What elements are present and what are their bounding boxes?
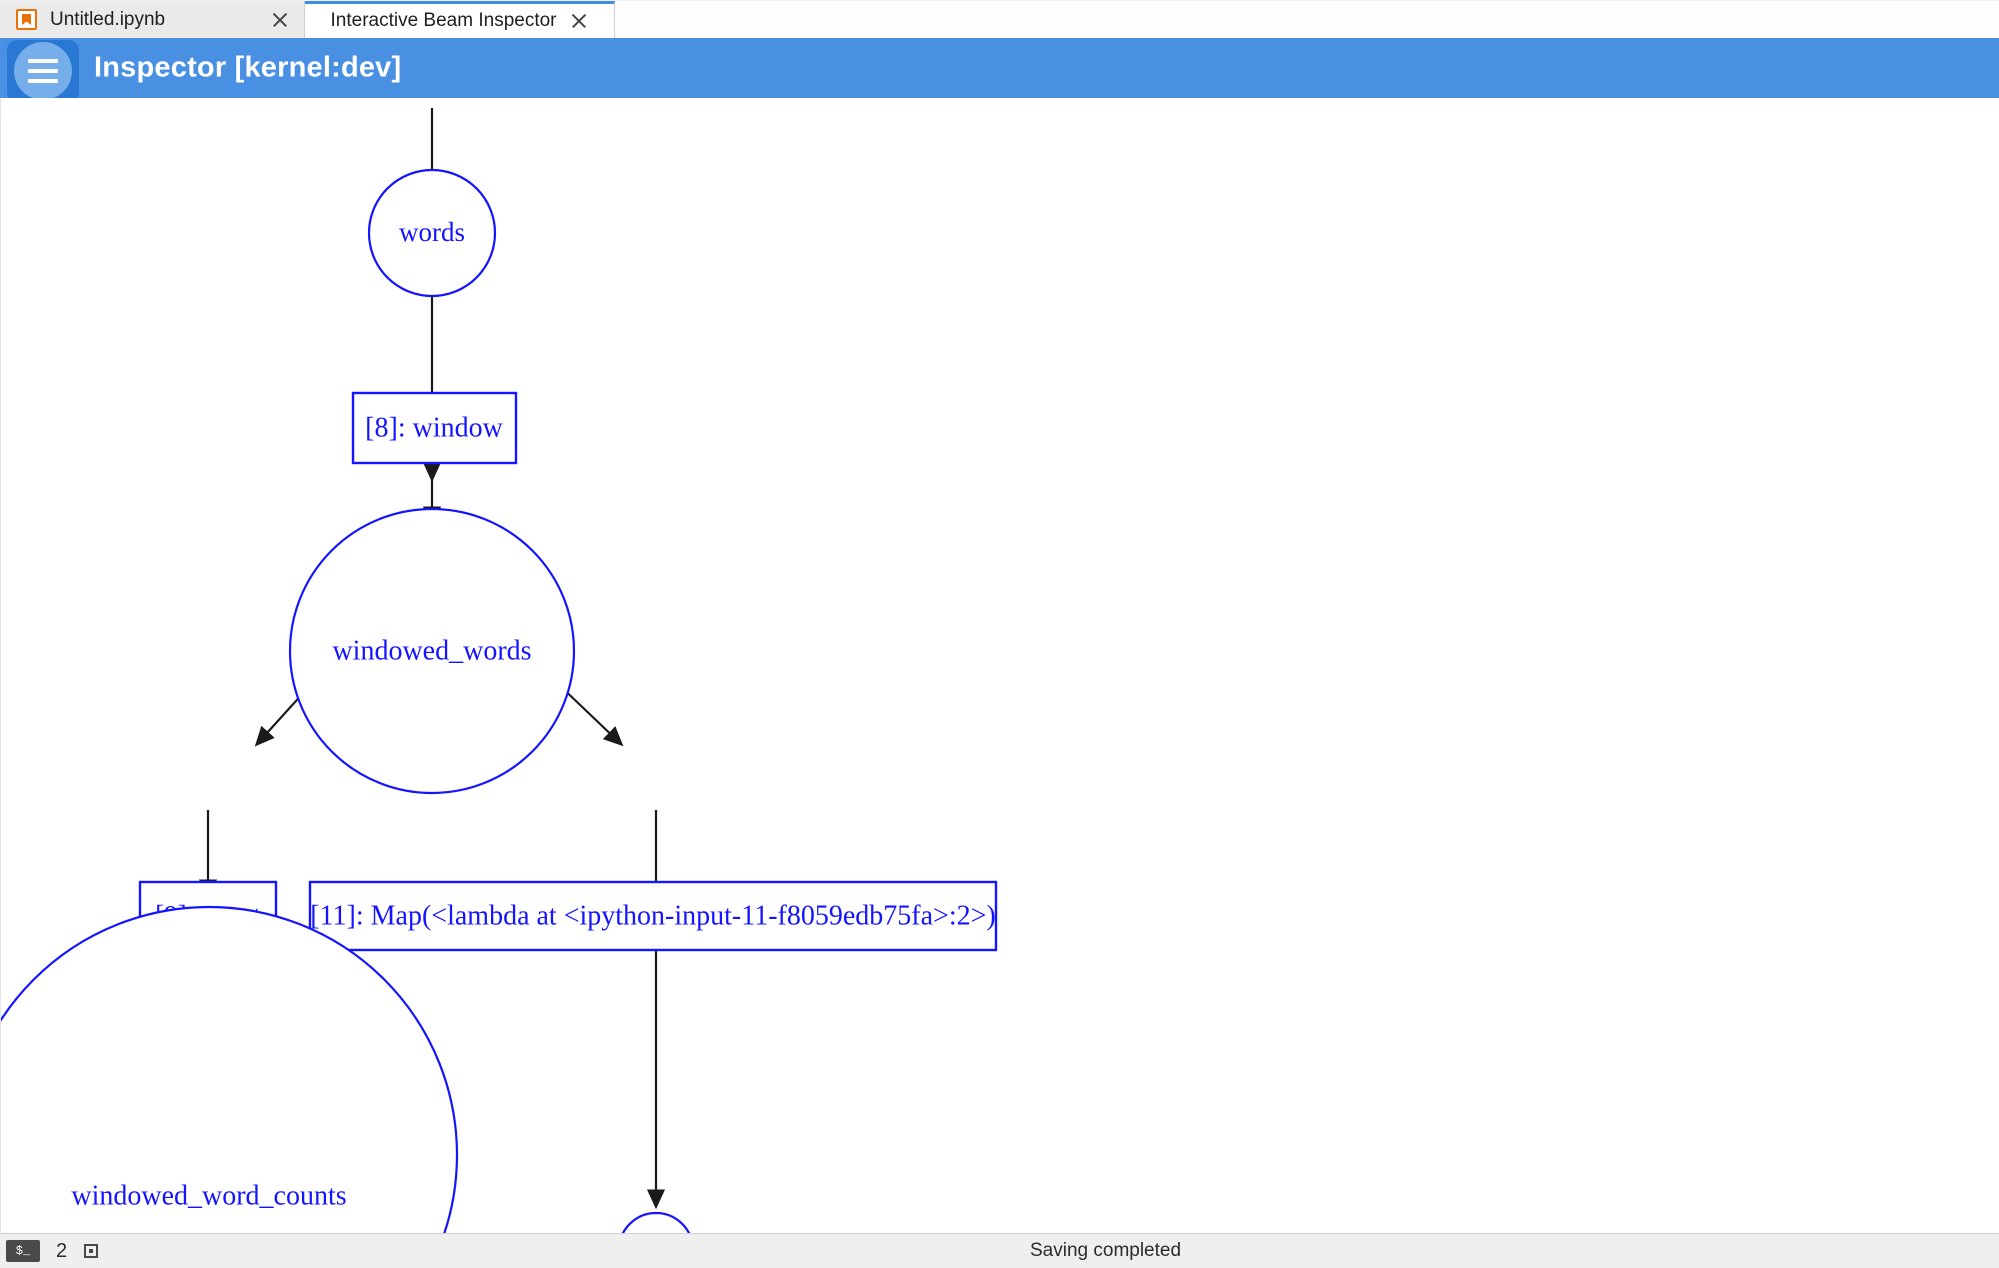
node-shape-box [351,391,518,465]
node-label: [11]: Map(<lambda at <ipython-input-11-f… [310,900,995,931]
hamburger-menu-icon-inner [14,42,72,100]
status-message: Saving completed [1030,1240,1182,1261]
tab-untitled-ipynb[interactable]: Untitled.ipynb [0,1,305,38]
notebook-icon [16,9,37,30]
terminal-icon[interactable]: $_ [6,1240,40,1262]
graph-svg: words [8]: window windowed_words [9]: co… [1,108,998,1234]
node-label: windowed_words [332,635,531,666]
graph-node-windowed-words[interactable]: windowed_words [288,507,576,795]
tab-label: Untitled.ipynb [50,8,166,30]
node-shape-circle [621,1211,691,1234]
graph-node-windowed-word-counts[interactable]: windowed_word_counts [1,905,459,1234]
node-shape-box [308,880,998,952]
kernel-chip-shape [84,1244,99,1258]
menu-line-3 [28,79,58,83]
graph-node-words[interactable]: words [367,168,497,298]
graph-node-unnamed-pcoll[interactable] [619,1211,693,1234]
status-kernel-count: 2 [56,1239,68,1262]
close-icon[interactable] [569,11,589,31]
node-label: words [399,217,465,247]
node-label: [8]: window [365,412,503,443]
menu-line-2 [28,69,58,73]
tab-label: Interactive Beam Inspector [330,10,557,31]
node-label: windowed_word_counts [71,1180,346,1211]
menu-line-1 [28,59,58,63]
close-icon[interactable] [270,10,290,30]
node-shape-circle [367,168,497,298]
tab-bar: Untitled.ipynb Interactive Beam Inspecto… [0,0,1999,39]
tab-interactive-beam-inspector[interactable]: Interactive Beam Inspector [305,1,615,38]
inspector-header: Inspector [kernel:dev] [0,38,1999,102]
tab-bar-filler [615,1,1999,38]
kernel-chip-icon[interactable] [81,1241,101,1261]
status-bar: $_ 2 Saving completed [0,1233,1999,1268]
graph-node-window[interactable]: [8]: window [351,391,518,465]
terminal-symbol: $_ [15,1244,31,1258]
page-title: Inspector [kernel:dev] [94,51,402,84]
hamburger-menu-icon[interactable] [7,40,79,102]
beam-pipeline-graph[interactable]: words [8]: window windowed_words [9]: co… [0,98,1999,1234]
node-shape-circle [1,905,459,1234]
graph-node-map-lambda[interactable]: [11]: Map(<lambda at <ipython-input-11-f… [308,880,998,952]
node-shape-circle [288,507,576,795]
